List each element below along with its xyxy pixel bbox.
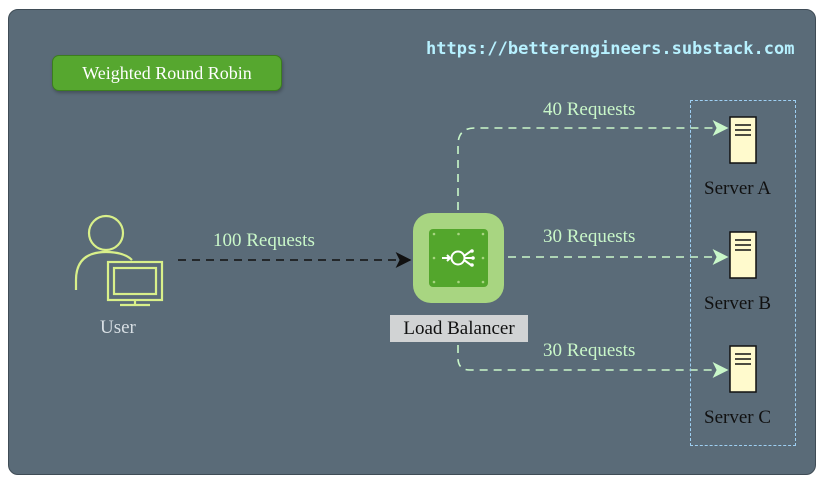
server-b-label: Server B [704, 293, 772, 314]
load-balancer-icon [429, 229, 488, 287]
connector-lb-to-server-c [457, 345, 729, 378]
load-balancer-label: Load Balancer [390, 315, 528, 342]
server-group [690, 100, 796, 446]
load-balancer-label-text: Load Balancer [403, 317, 515, 339]
source-url[interactable]: https://betterengineers.substack.com [426, 39, 795, 59]
user-label: User [100, 317, 136, 338]
connector-lb-to-server-a [457, 120, 729, 210]
user-at-computer-icon [74, 214, 164, 307]
server-a-requests-label: 40 Requests [543, 99, 636, 120]
server-b-requests-label: 30 Requests [543, 226, 636, 247]
server-b-icon[interactable] [729, 231, 757, 279]
server-c-label: Server C [704, 407, 772, 428]
load-balancer-node[interactable] [413, 213, 504, 303]
title-badge: Weighted Round Robin [52, 55, 282, 91]
server-c-icon[interactable] [729, 345, 757, 393]
diagram-title: Weighted Round Robin [82, 62, 252, 83]
server-a-label: Server A [704, 178, 772, 199]
server-a-icon[interactable] [729, 116, 757, 164]
server-c-requests-label: 30 Requests [543, 340, 636, 361]
incoming-requests-label: 100 Requests [213, 230, 315, 251]
